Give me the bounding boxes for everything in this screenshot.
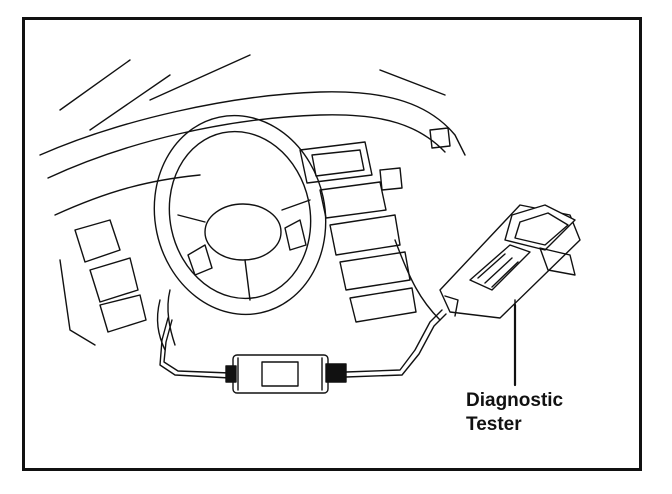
handheld-tester-icon [439, 204, 581, 319]
cable-to-module [159, 317, 231, 379]
callout-label: Diagnostic Tester [466, 389, 563, 437]
interface-module-icon [225, 354, 347, 394]
cable-to-tester [345, 309, 447, 378]
steering-wheel-icon [153, 114, 327, 351]
callout-line-1: Diagnostic [466, 390, 564, 411]
dashboard [39, 54, 466, 346]
callout-line-2: Tester [466, 414, 522, 435]
